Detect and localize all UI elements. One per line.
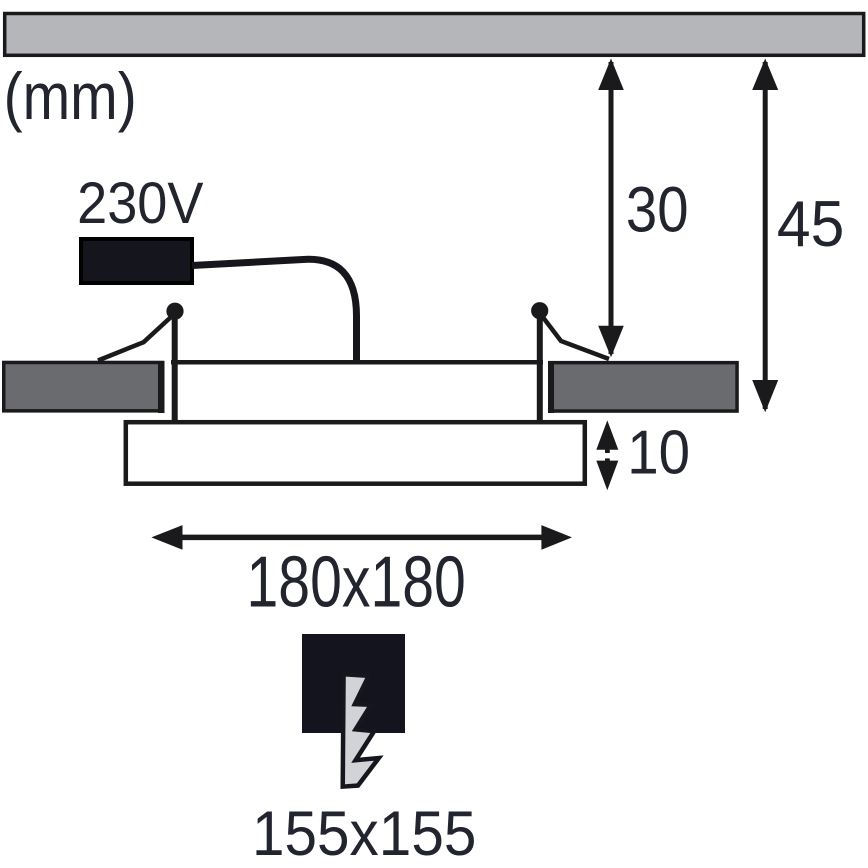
svg-text:30: 30 bbox=[626, 173, 689, 245]
svg-text:10: 10 bbox=[627, 417, 690, 487]
svg-text:180x180: 180x180 bbox=[247, 541, 466, 622]
svg-text:45: 45 bbox=[777, 188, 844, 260]
svg-text:230V: 230V bbox=[77, 170, 204, 235]
svg-text:(mm): (mm) bbox=[4, 60, 137, 134]
svg-text:155x155: 155x155 bbox=[252, 798, 476, 868]
